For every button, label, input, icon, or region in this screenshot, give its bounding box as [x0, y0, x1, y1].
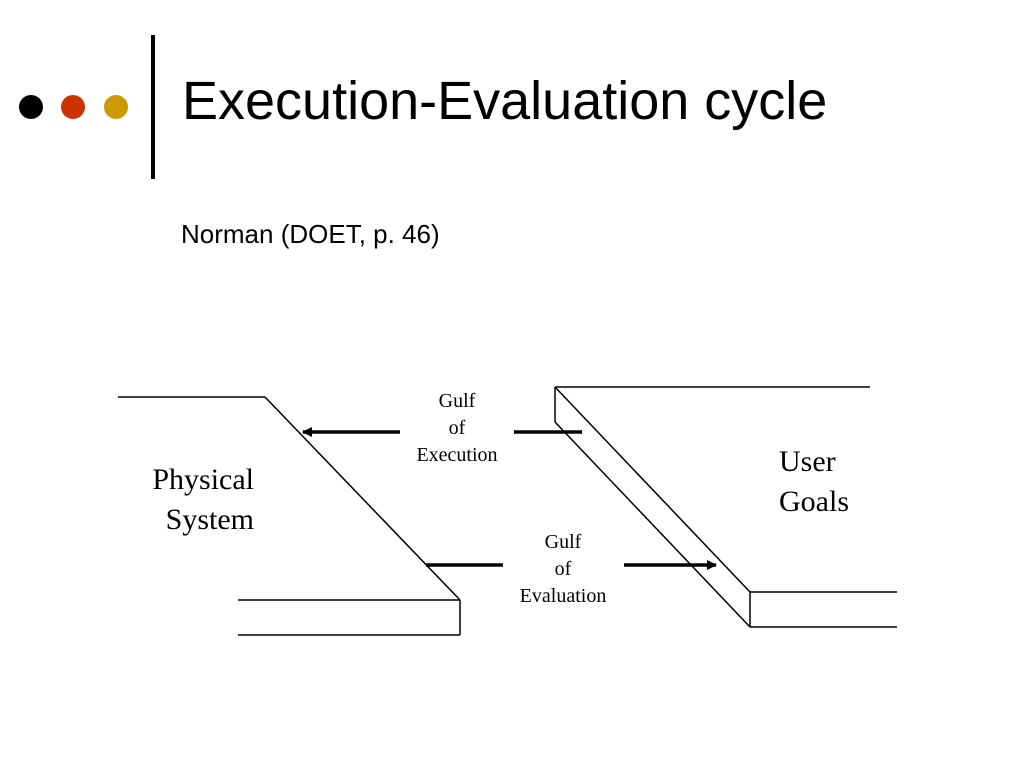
physical-system-block	[118, 396, 461, 636]
user-goals-label-line2: Goals	[779, 485, 849, 518]
gulf-of-execution-label-line2: of	[449, 417, 466, 439]
physical-system-slope-edge	[264, 396, 461, 601]
bullet-dot-gold	[104, 95, 128, 119]
gulf-of-execution-label-line3: Execution	[416, 444, 497, 466]
gulf-of-evaluation-label-line1: Gulf	[545, 531, 582, 553]
user-goals-lower-slope-edge	[554, 421, 751, 628]
user-goals-block	[554, 386, 897, 628]
title-divider	[151, 35, 155, 179]
bullet-dot-red	[61, 95, 85, 119]
bullet-dot-black	[19, 95, 43, 119]
user-goals-label-line1: User	[779, 445, 836, 478]
physical-system-label-line1: Physical	[152, 463, 254, 496]
slide-subtitle: Norman (DOET, p. 46)	[181, 219, 440, 249]
slide-title: Execution-Evaluation cycle	[182, 71, 828, 131]
user-goals-upper-slope-edge	[554, 386, 751, 593]
gulf-of-execution-label-line1: Gulf	[439, 390, 476, 412]
gulf-of-evaluation-label-line2: of	[555, 558, 572, 580]
gulf-of-evaluation-label-line3: Evaluation	[520, 585, 607, 607]
physical-system-label-line2: System	[166, 503, 254, 536]
